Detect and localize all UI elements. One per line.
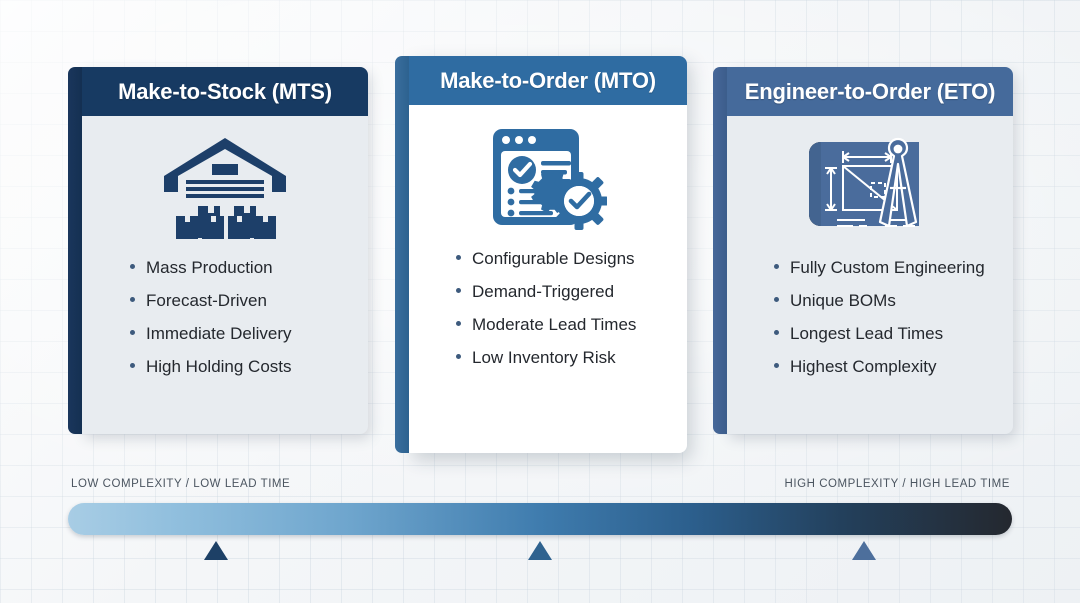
list-item-label: Mass Production	[146, 258, 273, 277]
card-header-mts: Make-to-Stock (MTS)	[82, 67, 368, 116]
bullet-dot-icon	[456, 288, 461, 293]
list-item: Mass Production	[130, 259, 292, 276]
card-make-to-stock[interactable]: Make-to-Stock (MTS)	[68, 67, 368, 434]
complexity-spectrum: LOW COMPLEXITY / LOW LEAD TIME HIGH COMP…	[68, 478, 1012, 567]
card-content-mto: Configurable Designs Demand-Triggered Mo…	[409, 105, 687, 453]
list-item-label: Demand-Triggered	[472, 282, 615, 301]
list-item: Highest Complexity	[774, 358, 985, 375]
bullet-dot-icon	[774, 264, 779, 269]
card-engineer-to-order[interactable]: Engineer-to-Order (ETO)	[713, 67, 1013, 434]
card-accent-bar-mts	[68, 67, 82, 434]
list-item: Immediate Delivery	[130, 325, 292, 342]
card-title-eto: Engineer-to-Order (ETO)	[744, 78, 996, 104]
card-make-to-order[interactable]: Make-to-Order (MTO)	[395, 56, 687, 453]
feature-list-mto: Configurable Designs Demand-Triggered Mo…	[456, 250, 636, 382]
card-header-eto: Engineer-to-Order (ETO)	[727, 67, 1013, 116]
list-item: Fully Custom Engineering	[774, 259, 985, 276]
bullet-dot-icon	[456, 255, 461, 260]
scale-markers	[68, 541, 1012, 567]
list-item: Moderate Lead Times	[456, 316, 636, 333]
card-body-mto: Make-to-Order (MTO)	[409, 56, 687, 453]
list-item-label: Configurable Designs	[472, 249, 635, 268]
list-item-label: Fully Custom Engineering	[790, 258, 985, 277]
card-accent-bar-eto	[713, 67, 727, 434]
list-item-label: Unique BOMs	[790, 291, 896, 310]
list-item-label: Highest Complexity	[790, 357, 937, 376]
card-content-mts: Mass Production Forecast-Driven Immediat…	[82, 116, 368, 434]
bullet-dot-icon	[130, 330, 135, 335]
card-accent-bar-mto	[395, 56, 409, 453]
list-item: Unique BOMs	[774, 292, 985, 309]
card-title-mto: Make-to-Order (MTO)	[440, 67, 656, 93]
card-body-mts: Make-to-Stock (MTS)	[82, 67, 368, 434]
scale-marker-mts	[204, 541, 228, 560]
bullet-dot-icon	[130, 297, 135, 302]
list-item: Demand-Triggered	[456, 283, 636, 300]
scale-label-low: LOW COMPLEXITY / LOW LEAD TIME	[71, 478, 291, 490]
list-item: High Holding Costs	[130, 358, 292, 375]
list-item-label: Low Inventory Risk	[472, 348, 616, 367]
scale-labels: LOW COMPLEXITY / LOW LEAD TIME HIGH COMP…	[68, 478, 1012, 498]
bullet-dot-icon	[774, 330, 779, 335]
bullet-dot-icon	[456, 354, 461, 359]
card-body-eto: Engineer-to-Order (ETO)	[727, 67, 1013, 434]
list-item: Forecast-Driven	[130, 292, 292, 309]
card-content-eto: Fully Custom Engineering Unique BOMs Lon…	[727, 116, 1013, 434]
list-item-label: Immediate Delivery	[146, 324, 292, 343]
bullet-dot-icon	[130, 264, 135, 269]
scale-label-high: HIGH COMPLEXITY / HIGH LEAD TIME	[784, 478, 1010, 490]
bullet-dot-icon	[774, 297, 779, 302]
feature-list-eto: Fully Custom Engineering Unique BOMs Lon…	[774, 259, 985, 391]
blueprint-compass-icon	[807, 136, 933, 245]
bullet-dot-icon	[130, 363, 135, 368]
list-item-label: Moderate Lead Times	[472, 315, 637, 334]
bullet-dot-icon	[456, 321, 461, 326]
list-item-label: Forecast-Driven	[146, 291, 267, 310]
list-item-label: Longest Lead Times	[790, 324, 944, 343]
warehouse-icon	[162, 136, 288, 245]
list-item: Longest Lead Times	[774, 325, 985, 342]
gradient-scale-bar	[68, 503, 1012, 535]
list-item-label: High Holding Costs	[146, 357, 292, 376]
scale-marker-eto	[852, 541, 876, 560]
list-item: Low Inventory Risk	[456, 349, 636, 366]
scale-marker-mto	[528, 541, 552, 560]
feature-list-mts: Mass Production Forecast-Driven Immediat…	[130, 259, 292, 391]
list-item: Configurable Designs	[456, 250, 636, 267]
bullet-dot-icon	[774, 363, 779, 368]
card-title-mts: Make-to-Stock (MTS)	[118, 78, 332, 104]
order-form-gear-icon	[489, 125, 608, 236]
card-header-mto: Make-to-Order (MTO)	[409, 56, 687, 105]
